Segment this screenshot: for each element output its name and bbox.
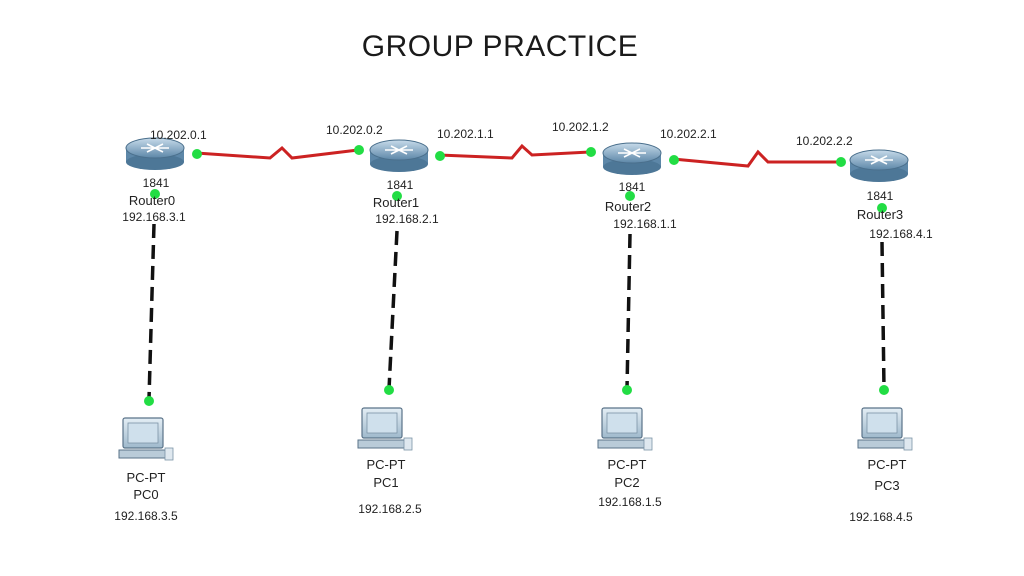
router-name: Router3	[857, 207, 903, 222]
port-up-dot	[392, 191, 402, 201]
router-model: 1841	[619, 180, 646, 194]
serial-links	[195, 143, 840, 168]
ethernet-link-router3-pc3[interactable]	[880, 241, 886, 390]
router-name: Router2	[605, 199, 651, 214]
pc-ip: 192.168.2.5	[358, 502, 422, 516]
serial-link-0-1[interactable]	[195, 145, 359, 160]
ethernet-links	[147, 223, 886, 400]
ethernet-link-router1-pc1[interactable]	[387, 230, 399, 390]
router-labels: 1841 Router0 192.168.3.1 1841 Router1 19…	[122, 176, 933, 241]
router-lan-ip: 192.168.3.1	[122, 210, 186, 224]
serial-ip-label: 10.202.0.2	[326, 123, 383, 137]
port-up-dot	[669, 155, 679, 165]
serial-ip-label: 10.202.0.1	[150, 128, 207, 142]
port-up-dot	[384, 385, 394, 395]
port-up-dot	[435, 151, 445, 161]
pc-name: PC2	[614, 475, 639, 490]
port-up-dot	[144, 396, 154, 406]
pc-type: PC-PT	[868, 457, 907, 472]
port-up-dot	[836, 157, 846, 167]
router-arrows-icon	[865, 155, 893, 165]
router-arrows-icon	[385, 145, 413, 155]
port-up-dot	[586, 147, 596, 157]
router-name: Router0	[129, 193, 175, 208]
ethernet-link-router2-pc2[interactable]	[625, 233, 632, 390]
serial-ip-labels: 10.202.0.1 10.202.0.2 10.202.1.1 10.202.…	[150, 120, 853, 148]
pc-name: PC0	[133, 487, 158, 502]
router-2[interactable]	[602, 142, 662, 175]
router-lan-ip: 192.168.1.1	[613, 217, 677, 231]
pc-ip: 192.168.1.5	[598, 495, 662, 509]
serial-ip-label: 10.202.1.2	[552, 120, 609, 134]
port-up-dot	[354, 145, 364, 155]
pc-3[interactable]	[857, 407, 913, 451]
port-up-dot	[625, 191, 635, 201]
port-indicators	[144, 145, 889, 406]
router-0[interactable]	[125, 137, 185, 170]
page-title: GROUP PRACTICE	[361, 30, 639, 63]
port-up-dot	[877, 203, 887, 213]
router-1[interactable]	[369, 139, 429, 172]
pc-ip: 192.168.3.5	[114, 509, 178, 523]
pc-type: PC-PT	[367, 457, 406, 472]
pc-ip: 192.168.4.5	[849, 510, 913, 524]
port-up-dot	[879, 385, 889, 395]
pc-0[interactable]	[118, 417, 174, 461]
router-arrows-icon	[618, 148, 646, 158]
pc-type: PC-PT	[127, 470, 166, 485]
pc-2[interactable]	[597, 407, 653, 451]
router-arrows-icon	[141, 143, 169, 153]
serial-ip-label: 10.202.2.1	[660, 127, 717, 141]
pc-name: PC1	[373, 475, 398, 490]
router-lan-ip: 192.168.2.1	[375, 212, 439, 226]
port-up-dot	[192, 149, 202, 159]
pc-type: PC-PT	[608, 457, 647, 472]
router-model: 1841	[387, 178, 414, 192]
port-up-dot	[150, 189, 160, 199]
pc-name: PC3	[874, 478, 899, 493]
pc-labels: PC-PT PC0 192.168.3.5 PC-PT PC1 192.168.…	[114, 457, 913, 524]
serial-link-2-3[interactable]	[672, 149, 840, 168]
serial-ip-label: 10.202.2.2	[796, 134, 853, 148]
serial-link-1-2[interactable]	[438, 143, 591, 160]
router-name: Router1	[373, 195, 419, 210]
serial-ip-label: 10.202.1.1	[437, 127, 494, 141]
port-up-dot	[622, 385, 632, 395]
pc-1[interactable]	[357, 407, 413, 451]
router-3[interactable]	[849, 149, 909, 182]
ethernet-link-router0-pc0[interactable]	[147, 223, 156, 400]
router-model: 1841	[867, 189, 894, 203]
router-model: 1841	[143, 176, 170, 190]
router-lan-ip: 192.168.4.1	[869, 227, 933, 241]
